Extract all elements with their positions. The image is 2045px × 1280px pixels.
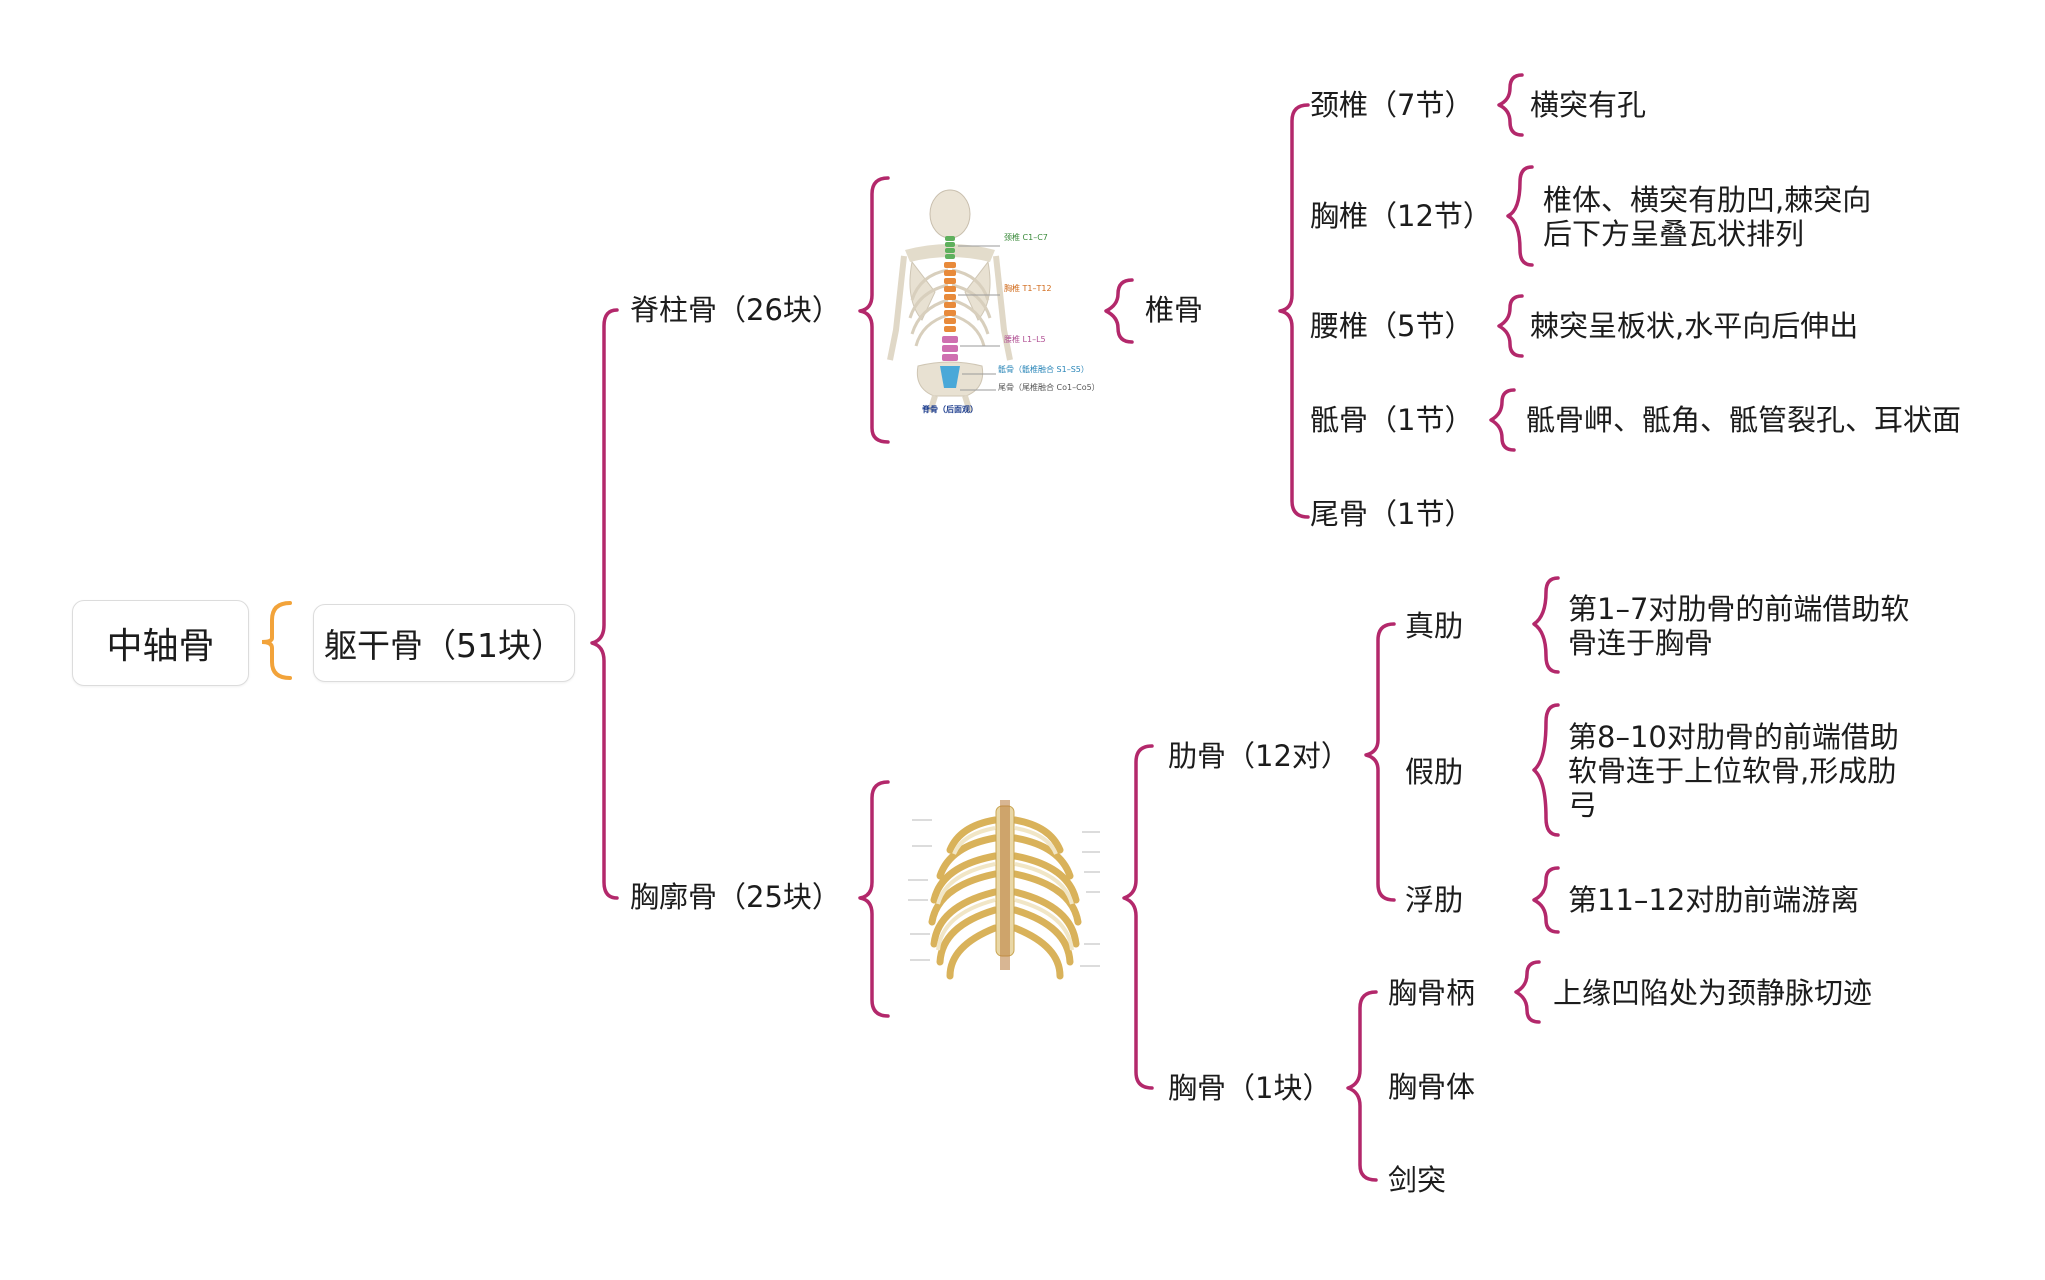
connector-desc-true-rib — [1532, 576, 1560, 674]
spine-caption-coccyx: 尾骨（尾椎融合 Co1–Co5） — [998, 382, 1100, 392]
thoracic-desc-line-2: 后下方呈叠瓦状排列 — [1543, 217, 1805, 251]
sternum-node[interactable]: 胸骨（1块） — [1168, 1071, 1332, 1105]
trunk-bones-node[interactable]: 躯干骨（51块） — [313, 604, 575, 682]
sternum-body-node[interactable]: 胸骨体 — [1388, 1070, 1476, 1104]
trunk-bones-label: 躯干骨（51块） — [324, 626, 564, 665]
true-rib-desc-line-1: 第1–7对肋骨的前端借助软 — [1568, 592, 1910, 626]
connector-thorax — [858, 780, 890, 1018]
connector-desc-false-rib — [1532, 703, 1560, 837]
connector-trunk — [590, 308, 619, 900]
false-rib-desc-line-3: 弓 — [1568, 788, 1598, 822]
false-rib-desc-line-1: 第8–10对肋骨的前端借助 — [1568, 720, 1899, 754]
spine-caption-cervical: 颈椎 C1–C7 — [1004, 232, 1048, 242]
thoracic-node[interactable]: 胸椎（12节） — [1310, 199, 1492, 233]
cervical-desc: 横突有孔 — [1530, 88, 1647, 122]
spine-skeleton-image: 颈椎 C1–C7 胸椎 T1–T12 腰椎 L1–L5 骶骨（骶椎融合 S1–S… — [887, 189, 1100, 414]
vertebra-node[interactable]: 椎骨 — [1145, 293, 1204, 327]
connector-desc-floating-rib — [1532, 866, 1560, 934]
connector-sternum-parts — [1346, 990, 1378, 1182]
thoracic-desc-line-1: 椎体、横突有肋凹,棘突向 — [1543, 183, 1872, 217]
spine-caption-sacrum: 骶骨（骶椎融合 S1–S5） — [998, 364, 1089, 374]
connector-desc-cervical — [1497, 73, 1524, 137]
spine-node[interactable]: 脊柱骨（26块） — [630, 293, 841, 327]
floating-rib-node[interactable]: 浮肋 — [1405, 883, 1464, 917]
lumbar-desc: 棘突呈板状,水平向后伸出 — [1530, 309, 1859, 343]
root-node[interactable]: 中轴骨 — [72, 600, 249, 686]
connector-vertebra-parts — [1278, 103, 1310, 519]
manubrium-node[interactable]: 胸骨柄 — [1388, 976, 1476, 1010]
false-rib-node[interactable]: 假肋 — [1405, 755, 1464, 789]
spine-caption-view: 脊骨（后面观） — [921, 404, 978, 414]
false-rib-desc-line-2: 软骨连于上位软骨,形成肋 — [1568, 754, 1897, 788]
ribs-node[interactable]: 肋骨（12对） — [1168, 739, 1350, 773]
thorax-node[interactable]: 胸廓骨（25块） — [630, 880, 841, 914]
rib-cage-image — [908, 800, 1100, 980]
spine-caption-thoracic: 胸椎 T1–T12 — [1004, 283, 1052, 293]
connector-desc-lumbar — [1497, 294, 1524, 358]
root-brace — [261, 601, 292, 680]
spine-caption-lumbar: 腰椎 L1–L5 — [1004, 334, 1046, 344]
connector-desc-manubrium — [1514, 960, 1541, 1024]
true-rib-desc-line-2: 骨连于胸骨 — [1568, 626, 1714, 660]
connector-spine — [858, 176, 890, 444]
sacrum-node[interactable]: 骶骨（1节） — [1310, 403, 1474, 437]
connector-thorax-parts — [1122, 744, 1154, 1090]
coccyx-node[interactable]: 尾骨（1节） — [1310, 497, 1474, 531]
lumbar-node[interactable]: 腰椎（5节） — [1310, 309, 1474, 343]
floating-rib-desc: 第11–12对肋前端游离 — [1568, 883, 1860, 917]
xiphoid-node[interactable]: 剑突 — [1388, 1163, 1447, 1197]
connector-desc-thoracic — [1506, 165, 1534, 267]
root-label: 中轴骨 — [106, 626, 215, 667]
cervical-node[interactable]: 颈椎（7节） — [1310, 88, 1474, 122]
true-rib-node[interactable]: 真肋 — [1405, 609, 1464, 643]
connector-rib-types — [1364, 622, 1396, 902]
connector-vertebra — [1104, 278, 1134, 344]
manubrium-desc: 上缘凹陷处为颈静脉切迹 — [1553, 976, 1873, 1010]
connector-desc-sacrum — [1489, 388, 1516, 452]
sacrum-desc: 骶骨岬、骶角、骶管裂孔、耳状面 — [1526, 403, 1962, 437]
